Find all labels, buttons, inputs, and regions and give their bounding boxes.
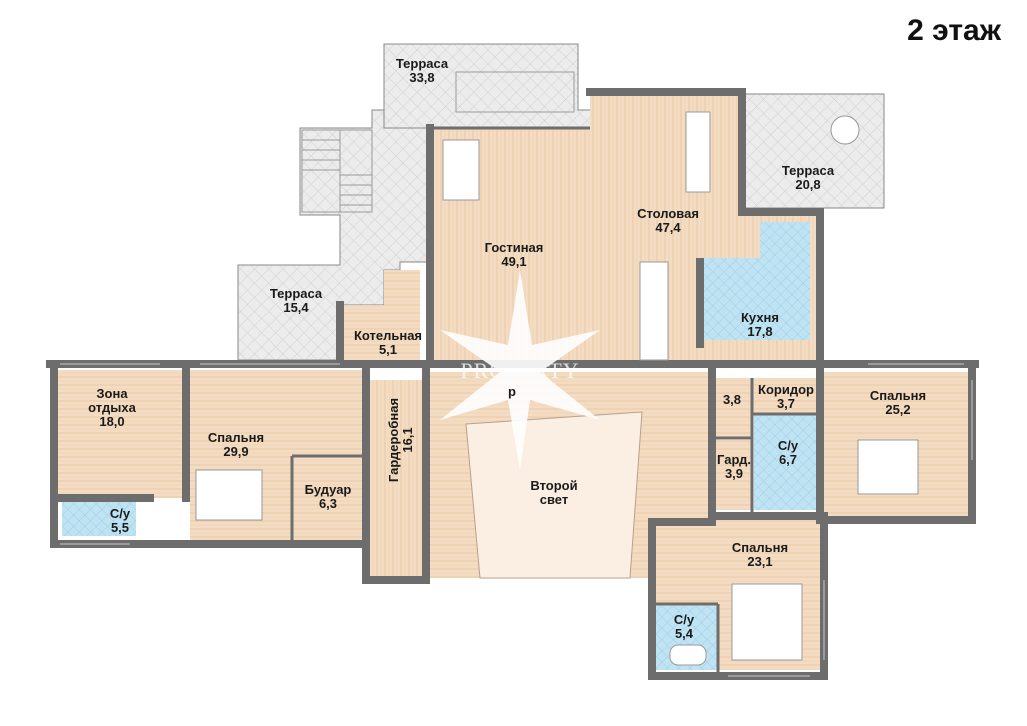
bath-mid-floor — [754, 414, 816, 510]
second-light-void — [465, 411, 643, 579]
boudoir-floor — [292, 458, 362, 528]
furniture — [195, 71, 919, 666]
closet-floor — [712, 440, 752, 510]
room-label-hall-small: 3,8 — [723, 392, 741, 407]
watermark-logo: PROPERTY — [440, 270, 600, 470]
thin-walls — [290, 126, 820, 672]
terraces — [237, 43, 885, 361]
corridor-floor — [752, 378, 816, 414]
windows — [60, 363, 973, 677]
kitchen-floor — [700, 222, 810, 340]
bath-left-floor — [62, 500, 136, 536]
hall-small-floor — [712, 378, 752, 438]
floor-title: 2 этаж — [907, 14, 1001, 47]
room-label-closet: Гард.3,9 — [717, 452, 751, 481]
outdoor-stairs — [301, 129, 373, 213]
boiler-floor — [340, 270, 420, 360]
rest-floor — [58, 370, 186, 498]
wardrobe-floor — [370, 380, 424, 576]
room-label-hall-partial: р — [508, 384, 516, 399]
room-label-wardrobe: Гардеробная16,1 — [386, 398, 415, 482]
watermark-text: PROPERTY — [460, 358, 579, 383]
